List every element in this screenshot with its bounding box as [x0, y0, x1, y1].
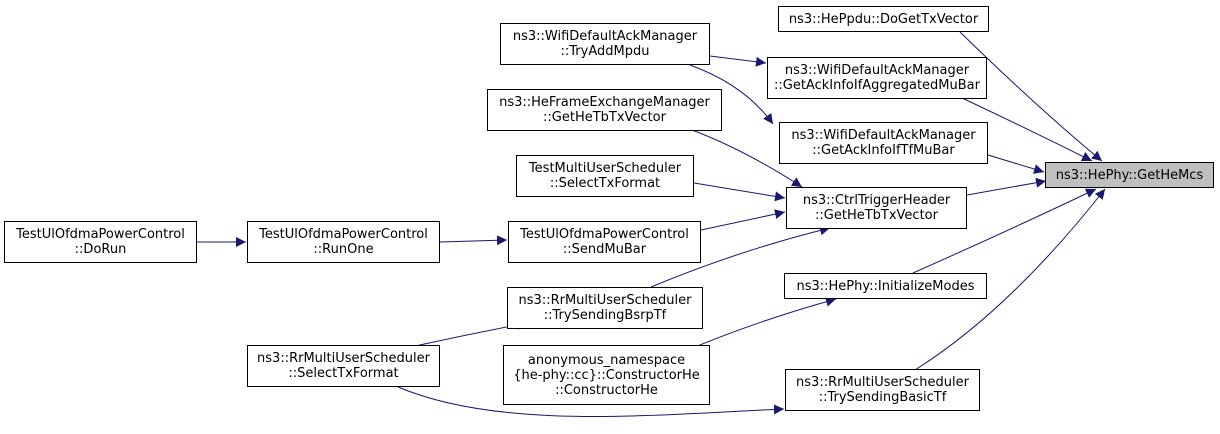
node-testMuSelectTx[interactable]: TestMultiUserScheduler::SelectTxFormat [516, 155, 694, 197]
node-label-line: ::GetAckInfoIfTfMuBar [812, 143, 955, 158]
edge-heFemGetHeTb-to-ctrlTriggerGetHeTb [691, 129, 803, 188]
node-label-line: ns3::HeFrameExchangeManager [499, 95, 710, 110]
node-label-line: TestUlOfdmaPowerControl [16, 227, 185, 242]
node-label-line: ::SelectTxFormat [549, 176, 661, 191]
node-tryAddMpdu[interactable]: ns3::WifiDefaultAckManager::TryAddMpdu [500, 23, 710, 65]
node-label-line: TestUlOfdmaPowerControl [259, 227, 428, 242]
node-label-line: ns3::CtrlTriggerHeader [802, 193, 951, 208]
node-label-line: ::ConstructorHe [555, 382, 658, 398]
node-rrSelectTx[interactable]: ns3::RrMultiUserScheduler::SelectTxForma… [247, 345, 440, 387]
node-label-line: ns3::WifiDefaultAckManager [791, 128, 976, 143]
node-constructorHe[interactable]: anonymous_namespace{he-phy::cc}::Constru… [503, 345, 710, 405]
node-label-line: {he-phy::cc}::ConstructorHe [513, 367, 700, 383]
node-label-line: ::TrySendingBsrpTf [543, 308, 667, 323]
node-label-line: ::TrySendingBasicTf [818, 390, 947, 405]
edge-rrSelectTx-to-trySendingBasicTf [397, 386, 785, 417]
edge-getAckInfoAggMuBar-to-getHeMcs [961, 97, 1093, 162]
node-label-line: ns3::RrMultiUserScheduler [257, 351, 430, 366]
node-label-line: ns3::HePpdu::DoGetTxVector [788, 11, 979, 27]
node-label-line: ::GetHeTbTxVector [543, 110, 666, 125]
node-sendMuBar[interactable]: TestUlOfdmaPowerControl::SendMuBar [508, 221, 701, 263]
node-label-line: ns3::HePhy::GetHeMcs [1055, 167, 1204, 183]
node-trySendingBasicTf[interactable]: ns3::RrMultiUserScheduler::TrySendingBas… [785, 369, 980, 411]
node-label-line: ::TryAddMpdu [560, 44, 650, 59]
edge-testMuSelectTx-to-ctrlTriggerGetHeTb [693, 182, 786, 202]
edge-constructorHe-to-initializeModes [689, 296, 837, 350]
node-label-line: ns3::RrMultiUserScheduler [518, 293, 692, 308]
node-label-line: ns3::WifiDefaultAckManager [784, 63, 970, 78]
node-label-line: ::SelectTxFormat [288, 366, 399, 381]
node-ctrlTriggerGetHeTb[interactable]: ns3::CtrlTriggerHeader::GetHeTbTxVector [786, 187, 967, 229]
edge-initializeModes-to-getHeMcs [912, 188, 1097, 274]
edge-tryAddMpdu-to-getAckInfoAggMuBar [709, 55, 767, 67]
node-getHeMcs: ns3::HePhy::GetHeMcs [1045, 162, 1214, 188]
node-label-line: ns3::HePhy::InitializeModes [796, 278, 975, 294]
node-doRun[interactable]: TestUlOfdmaPowerControl::DoRun [4, 221, 197, 263]
edge-layer [197, 31, 1106, 417]
node-label-line: TestUlOfdmaPowerControl [520, 227, 689, 242]
edge-tryAddMpdu-to-getAckInfoTfMuBar [689, 64, 774, 125]
node-initializeModes[interactable]: ns3::HePhy::InitializeModes [784, 273, 987, 299]
node-label-line: ::SendMuBar [562, 242, 647, 257]
node-label-line: ::GetHeTbTxVector [815, 208, 938, 223]
edge-sendMuBar-to-ctrlTriggerGetHeTb [700, 209, 786, 231]
node-label-line: ns3::RrMultiUserScheduler [796, 375, 969, 390]
node-getAckInfoAggMuBar[interactable]: ns3::WifiDefaultAckManager::GetAckInfoIf… [767, 57, 987, 99]
node-label-line: ::DoRun [74, 242, 127, 257]
node-label-line: ::RunOne [313, 242, 374, 257]
node-label-line: ::GetAckInfoIfAggregatedMuBar [774, 78, 980, 93]
edge-getAckInfoTfMuBar-to-getHeMcs [987, 154, 1045, 174]
edge-trySendingBsrpTf-to-ctrlTriggerGetHeTb [650, 225, 831, 288]
node-runOne[interactable]: TestUlOfdmaPowerControl::RunOne [247, 221, 440, 263]
edge-runOne-to-sendMuBar [439, 235, 508, 246]
edge-trySendingBasicTf-to-getHeMcs [914, 188, 1106, 371]
node-heFemGetHeTb[interactable]: ns3::HeFrameExchangeManager::GetHeTbTxVe… [487, 89, 722, 131]
edge-doGetTxVector-to-getHeMcs [959, 31, 1103, 162]
node-getAckInfoTfMuBar[interactable]: ns3::WifiDefaultAckManager::GetAckInfoIf… [779, 122, 988, 164]
node-label-line: TestMultiUserScheduler [528, 161, 682, 176]
node-label-line: ns3::WifiDefaultAckManager [512, 29, 698, 44]
edge-ctrlTriggerGetHeTb-to-getHeMcs [966, 177, 1047, 196]
node-trySendingBsrpTf[interactable]: ns3::RrMultiUserScheduler::TrySendingBsr… [507, 287, 703, 329]
node-doGetTxVector[interactable]: ns3::HePpdu::DoGetTxVector [778, 6, 989, 32]
node-label-line: anonymous_namespace [527, 352, 686, 368]
